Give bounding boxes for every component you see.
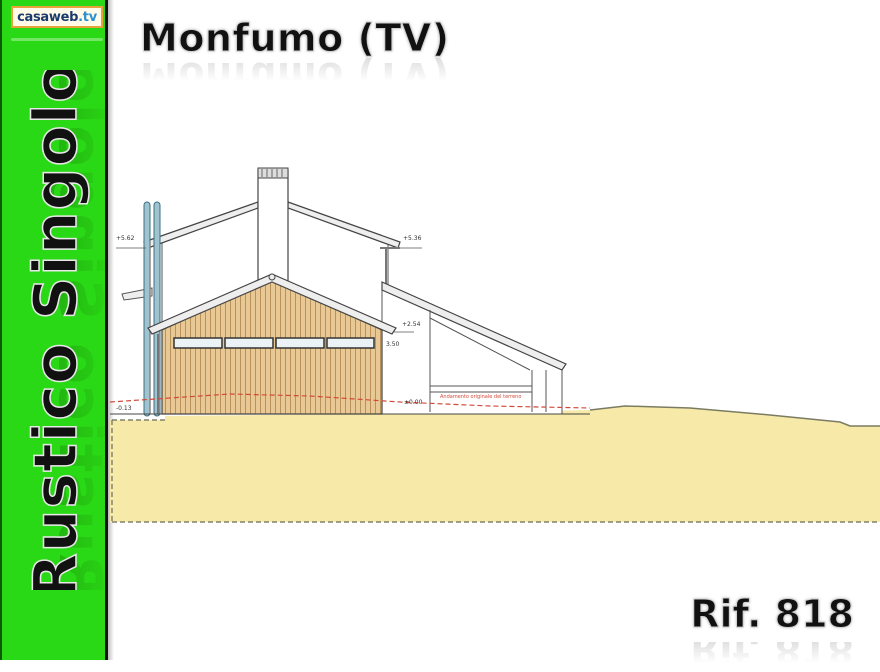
logo-name: casaweb [17, 9, 79, 25]
annex [381, 281, 567, 415]
elevation-left-eave: +5.62 [116, 235, 135, 242]
page-title: Monfumo (TV) [140, 16, 450, 61]
reference-number-reflection: Rif. 818 [690, 642, 854, 672]
flue-pipes [143, 201, 161, 417]
original-terrain-line [110, 393, 591, 409]
reference-number: Rif. 818 [690, 592, 855, 637]
sidebar: casaweb.tv Rustico Singolo Rustico Singo… [0, 0, 110, 660]
terrain [110, 405, 880, 523]
sidebar-title-area: Rustico Singolo Rustico Singolo [2, 70, 110, 590]
elevation-ground-right: ±0.00 [404, 399, 423, 406]
terrain-annotation: Andamento originale del terreno [440, 394, 521, 400]
sidebar-title: Rustico Singolo [20, 70, 92, 590]
elevation-annex-eave: +2.54 [402, 321, 421, 328]
elevation-drawing: +5.62 +5.36 +2.54 3.50 -0.13 ±0.00 Andam… [110, 150, 880, 550]
page-title-reflection: Monfumo (TV) [140, 56, 450, 98]
annex-height-note: 3.50 [386, 341, 400, 348]
casaweb-logo[interactable]: casaweb.tv [11, 6, 103, 28]
front-gable [147, 273, 397, 415]
logo-tld: .tv [78, 9, 97, 25]
logo-divider [11, 38, 103, 41]
sidebar-shadow [108, 0, 114, 660]
elevation-ground-left: -0.13 [116, 405, 132, 412]
elevation-right-eave: +5.36 [403, 235, 422, 242]
